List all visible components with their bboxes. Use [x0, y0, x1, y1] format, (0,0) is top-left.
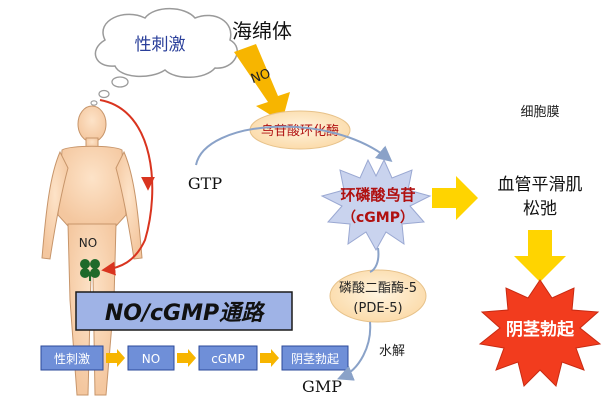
signal-curve-arrow: [99, 99, 154, 276]
to-result-arrow: [514, 230, 566, 282]
starburst-icon: [320, 158, 432, 252]
step-box-2: [127, 345, 175, 371]
pde5-oval: [329, 269, 427, 323]
step-arrow-2: [177, 349, 196, 367]
to-effect-arrow: [432, 176, 478, 220]
sponge-body-label: 海绵体: [232, 19, 292, 43]
gtp-label: GTP: [188, 174, 222, 193]
clover-icon: [80, 259, 100, 281]
hydrolysis-label: 水解: [379, 344, 405, 359]
body-no-label: NO: [79, 236, 97, 250]
pathway-title-box: [75, 291, 293, 331]
result-starburst-icon: [478, 279, 602, 387]
membrane-label: 细胞膜: [520, 105, 559, 120]
cgmp-label-2: （cGMP）: [342, 210, 414, 226]
no-arrow-label: NO: [249, 66, 273, 87]
step-arrow-3: [260, 349, 279, 367]
result-label: 阴茎勃起: [506, 319, 575, 340]
thought-cloud-icon: [90, 7, 238, 106]
step-3: cGMP: [211, 352, 245, 366]
cgmp-to-gmp-curve: [340, 247, 380, 378]
gtp-to-cgmp-curve: [195, 125, 393, 166]
thought-label: 性刺激: [135, 35, 186, 55]
gmp-label: GMP: [302, 377, 342, 396]
step-1: 性刺激: [54, 352, 90, 366]
step-2: NO: [142, 352, 160, 366]
no-orange-arrow: [234, 44, 290, 122]
step-4: 阴茎勃起: [291, 352, 339, 366]
cgmp-label-1: 环磷酸鸟苷: [340, 186, 415, 204]
pathway-title: NO/cGMP通路: [105, 301, 266, 326]
step-box-3: [198, 345, 258, 371]
pde5-line-1: 磷酸二酯酶-5: [339, 280, 417, 296]
effect-line-2: 松弛: [523, 199, 557, 219]
step-box-1: [40, 345, 104, 371]
step-arrow-1: [106, 349, 125, 367]
pde5-line-2: (PDE-5): [353, 301, 402, 316]
effect-line-1: 血管平滑肌: [498, 175, 583, 195]
